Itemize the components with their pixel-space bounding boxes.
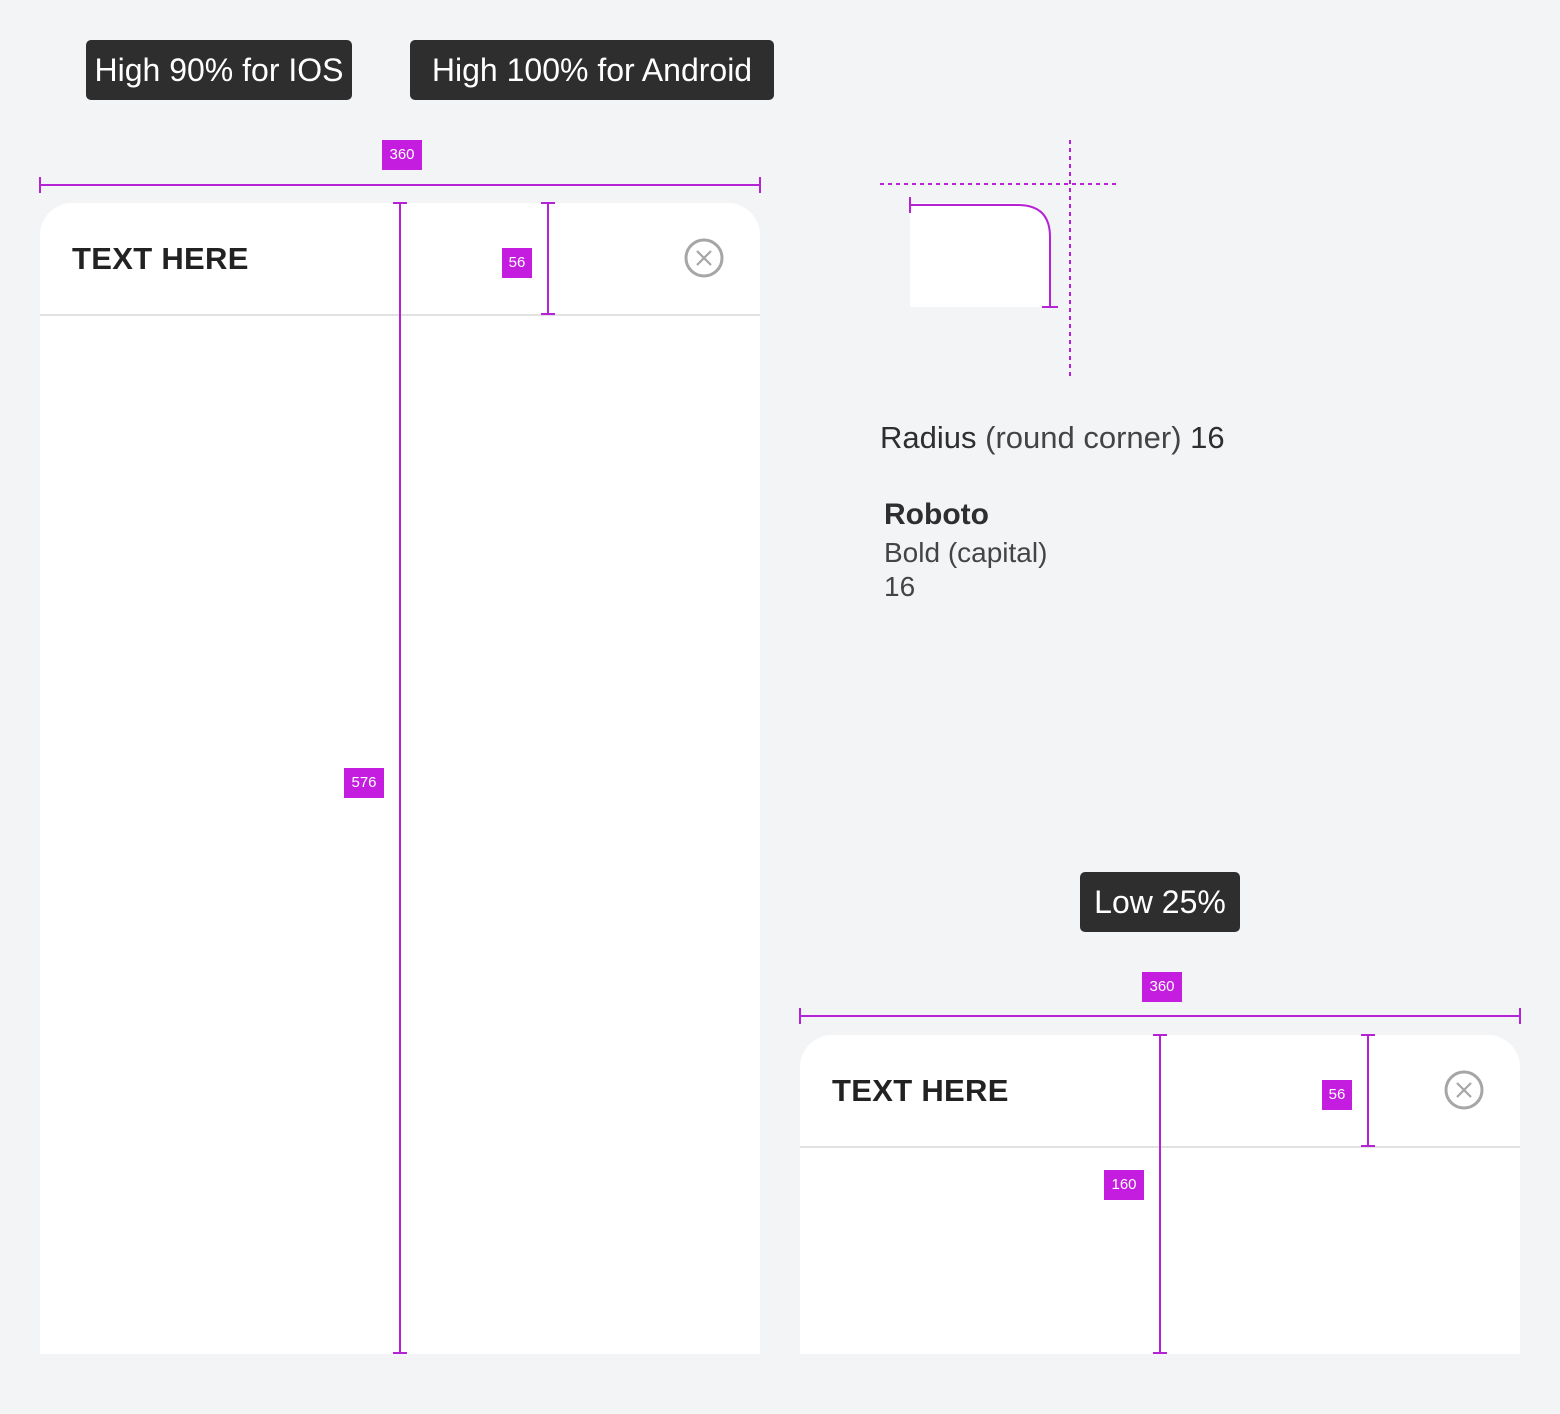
- android-height-pill: High 100% for Android: [410, 40, 774, 100]
- font-weight-label: Bold (capital): [884, 537, 1048, 568]
- low-width-dimension-line: [799, 1008, 1521, 1024]
- close-icon[interactable]: [684, 238, 724, 278]
- radius-diagram: [880, 140, 1118, 376]
- high-height-tag: 576: [344, 768, 384, 798]
- close-icon[interactable]: [1444, 1070, 1484, 1110]
- font-size-label: 16: [884, 571, 916, 602]
- sheet-title: TEXT HERE: [832, 1073, 1009, 1108]
- sheet-header: TEXT HERE: [40, 203, 760, 316]
- low-header-height-tag: 56: [1322, 1080, 1352, 1110]
- radius-detail: (round corner): [985, 420, 1182, 455]
- radius-spec: Radius (round corner) 16: [880, 420, 1225, 456]
- high-width-dimension-line: [39, 177, 761, 193]
- low-height-tag: 160: [1104, 1170, 1144, 1200]
- font-family-label: Roboto: [884, 498, 989, 531]
- radius-value: 16: [1190, 420, 1225, 455]
- radius-label: Radius: [880, 420, 977, 455]
- high-bottom-sheet: TEXT HERE: [40, 203, 760, 1354]
- low-height-pill: Low 25%: [1080, 872, 1240, 932]
- low-width-tag: 360: [1142, 972, 1182, 1002]
- high-width-tag: 360: [382, 140, 422, 170]
- sheet-header: TEXT HERE: [800, 1035, 1520, 1148]
- low-bottom-sheet: TEXT HERE: [800, 1035, 1520, 1354]
- sheet-title: TEXT HERE: [72, 241, 249, 276]
- high-header-height-tag: 56: [502, 248, 532, 278]
- ios-height-pill: High 90% for IOS: [86, 40, 352, 100]
